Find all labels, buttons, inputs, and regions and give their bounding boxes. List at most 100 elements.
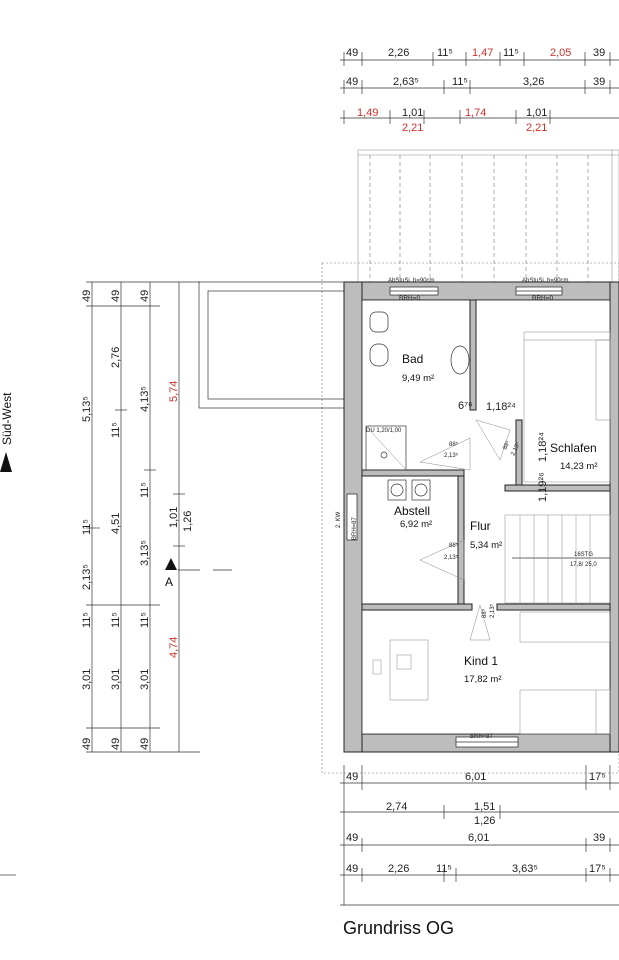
left-dim-3-6: 3,01 — [139, 669, 151, 690]
sink-icon — [450, 345, 470, 375]
left-dim-3-1: 49 — [139, 290, 151, 302]
bed-schlafen — [523, 331, 611, 483]
door-schlafen-width: 88⁵ — [501, 439, 511, 451]
bottom-dim-2-3: 1,26 — [474, 815, 495, 827]
left-dim-1-6: 3,01 — [81, 669, 93, 690]
chair-icon — [372, 659, 382, 675]
bottom-dim-1-3: 17⁵ — [589, 771, 606, 783]
top-dim-1-5: 11⁵ — [503, 47, 519, 59]
bottom-dim-3-3: 39 — [593, 832, 605, 844]
top-dim-3-3: 2,21 — [402, 122, 423, 134]
eaves-outline — [321, 262, 619, 774]
door-flur-mid-height: 2,13⁵ — [444, 554, 459, 561]
toilet-icon — [369, 311, 389, 333]
room-labels: Bad 9,49 m² Schlafen 14,23 m² Abstell 6,… — [394, 352, 598, 685]
top-dim-2-4: 3,26 — [523, 76, 544, 88]
brh-label-top-right: BRH=0 — [532, 295, 554, 302]
room-kind1-name: Kind 1 — [464, 654, 498, 668]
top-dim-2-1: 49 — [346, 76, 358, 88]
top-dim-1-3: 11⁵ — [437, 47, 453, 59]
bottom-dimension-chains: 49 6,01 17⁵ 2,74 1,51 1,26 49 6,01 39 49… — [340, 765, 619, 905]
bottom-dim-4-4: 3,63⁵ — [512, 863, 538, 875]
top-dim-3-4: 1,74 — [465, 107, 486, 119]
flur-dim-c: 1,18²⁴ — [537, 432, 549, 462]
left-dim-3-7: 49 — [139, 738, 151, 750]
shower-drain-icon — [380, 451, 388, 459]
bottom-dim-3-1: 49 — [346, 832, 358, 844]
top-dim-1-1: 49 — [346, 47, 358, 59]
top-dim-3-1: 1,49 — [357, 107, 378, 119]
windows — [346, 286, 563, 748]
stair-size-label: 17,8/ 25,0 — [570, 562, 597, 568]
left-dim-2-2: 2,76 — [110, 347, 122, 368]
room-flur-name: Flur — [470, 519, 491, 533]
top-dim-2-2: 2,63⁵ — [393, 76, 419, 88]
left-dim-2-6: 3,01 — [110, 669, 122, 690]
left-dimension-chains: 49 5,13⁵ 11⁵ 2,13⁵ 11⁵ 3,01 49 49 2,76 1… — [81, 281, 200, 753]
balcony — [198, 281, 346, 409]
bottom-dim-3-2: 6,01 — [468, 832, 489, 844]
left-dim-2-1: 49 — [110, 290, 122, 302]
left-dim-1-3: 11⁵ — [81, 519, 93, 535]
left-dim-4-2: 1,01 — [168, 507, 180, 528]
left-dim-3-4: 3,13⁵ — [139, 540, 151, 566]
desk-icon — [389, 639, 429, 701]
bottom-dim-2-2: 1,51 — [474, 801, 495, 813]
top-dim-3-2: 1,01 — [402, 107, 423, 119]
left-dim-2-5: 11⁵ — [110, 612, 122, 628]
brh-label-left: BRH=87 — [352, 516, 358, 540]
bed-kind-icon — [519, 689, 611, 735]
door-kind-height: 2,13⁵ — [489, 603, 496, 618]
left-dim-4-4: 4,74 — [168, 637, 180, 658]
top-dimension-chains: 49 2,26 11⁵ 1,47 11⁵ 2,05 39 49 2,63⁵ 11… — [340, 47, 619, 134]
flur-dim-d: 1,19²⁶ — [537, 472, 549, 502]
section-arrow-icon — [165, 558, 177, 570]
top-dim-1-6: 2,05 — [550, 47, 571, 59]
top-dim-2-5: 39 — [593, 76, 605, 88]
left-dim-2-4: 4,51 — [110, 513, 122, 534]
bottom-dim-4-5: 17⁵ — [589, 863, 606, 875]
roof-overhang — [357, 149, 619, 286]
utility-fixtures — [387, 479, 431, 501]
building-walls — [343, 281, 619, 753]
direction-label: Süd-West — [0, 392, 14, 445]
kw-label: 2. KW — [336, 511, 342, 528]
bottom-dim-4-2: 2,26 — [388, 863, 409, 875]
bottom-dim-1-2: 6,01 — [465, 771, 486, 783]
room-abstell-area: 6,92 m² — [400, 519, 432, 530]
left-dim-1-4: 2,13⁵ — [81, 564, 93, 590]
room-schlafen-area: 14,23 m² — [560, 461, 598, 472]
room-abstell-name: Abstell — [394, 504, 430, 518]
section-marker: A — [165, 558, 232, 589]
dryer-icon — [411, 479, 431, 501]
left-dim-3-5: 11⁵ — [139, 612, 151, 628]
bathroom-fixtures: DU 1,20/1,00 — [365, 311, 470, 471]
room-kind1-area: 17,82 m² — [464, 674, 502, 685]
flur-dim-b: 1,18²⁴ — [486, 401, 516, 413]
flur-dim-a: 6⁷⁶ — [458, 400, 473, 412]
top-dim-1-7: 39 — [593, 47, 605, 59]
direction-indicator: Süd-West — [0, 392, 14, 472]
washing-machine-icon — [387, 479, 407, 501]
top-dim-3-5: 1,01 — [526, 107, 547, 119]
bidet-icon — [369, 343, 389, 367]
bottom-dim-4-1: 49 — [346, 863, 358, 875]
door-flur-top-height: 2,13⁵ — [444, 452, 459, 459]
top-dim-1-2: 2,26 — [388, 47, 409, 59]
door-markers — [419, 419, 511, 641]
left-dim-1-7: 49 — [81, 738, 93, 750]
section-label: A — [165, 575, 173, 589]
brh-label-top-left: BRH=0 — [399, 295, 421, 302]
room-flur-area: 5,34 m² — [470, 540, 502, 551]
left-dim-3-2: 4,13⁵ — [139, 386, 151, 412]
door-flur-top-width: 88⁵ — [449, 441, 459, 448]
room-bad-area: 9,49 m² — [402, 373, 434, 384]
left-dim-1-1: 49 — [81, 290, 93, 302]
bottom-dim-1-1: 49 — [346, 771, 358, 783]
door-kind-width: 88⁵ — [481, 608, 488, 618]
absturz-label-right: AbStuSi. h=90cm — [522, 278, 569, 284]
plan-title: Grundriss OG — [343, 918, 454, 938]
absturz-label-left: AbStuSi. h=90cm — [388, 278, 435, 284]
left-dim-3-3: 11⁵ — [139, 482, 151, 498]
